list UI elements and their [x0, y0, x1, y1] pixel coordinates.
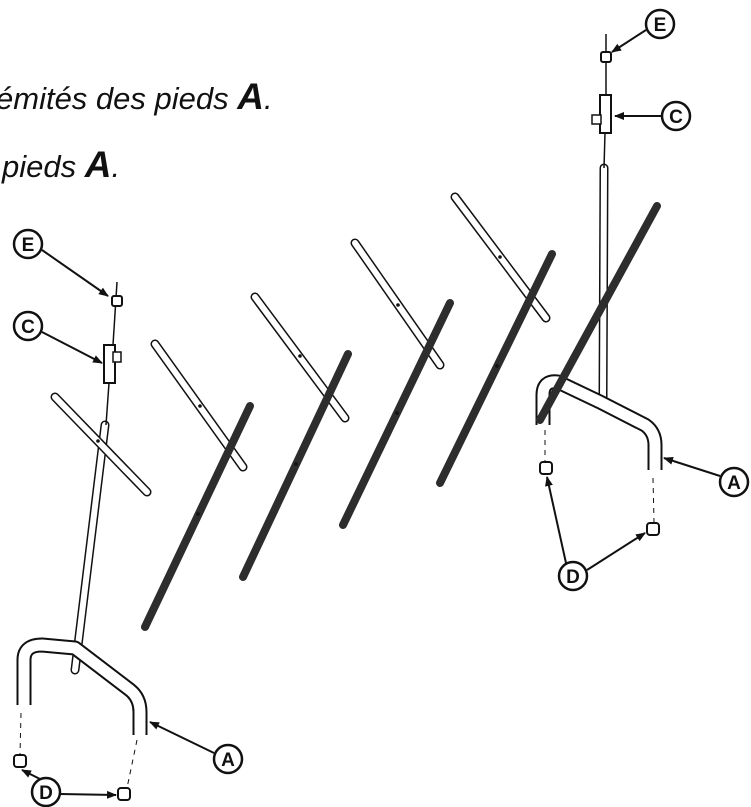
left-base-a-part — [16, 637, 148, 735]
dark-bar-5 — [536, 202, 661, 424]
bar-joint-marks — [96, 255, 502, 516]
instruction-line-2: pieds A. — [2, 146, 120, 183]
callout-right-d: D — [545, 476, 646, 592]
right-guide-2 — [652, 477, 655, 523]
callout-left-a: A — [149, 721, 244, 775]
instruction-line-1-letter: A — [237, 76, 264, 117]
callout-right-c: C — [614, 100, 692, 132]
instruction-line-2-end: . — [111, 149, 121, 184]
svg-text:C: C — [669, 107, 683, 128]
dark-bar-4 — [436, 250, 556, 487]
dark-bar-1 — [141, 402, 254, 631]
callout-left-c: C — [12, 310, 103, 364]
instruction-line-2-text: pieds — [2, 149, 85, 184]
svg-text:A: A — [221, 750, 235, 771]
svg-text:E: E — [654, 15, 667, 36]
left-foot-d-1 — [13, 754, 27, 768]
svg-text:A: A — [727, 473, 741, 494]
right-foot-d-1 — [539, 461, 553, 475]
left-guide-2 — [126, 739, 138, 789]
right-foot-d-2 — [646, 522, 660, 536]
callout-left-d: D — [21, 769, 117, 807]
callout-left-e: E — [12, 228, 109, 297]
left-foot-d-2 — [117, 787, 131, 801]
left-connector-c-part — [103, 344, 122, 426]
left-pole-top-rod — [112, 281, 118, 346]
callout-right-a: A — [663, 456, 750, 498]
right-main-pole — [598, 163, 609, 405]
callout-right-e: E — [611, 8, 676, 53]
instruction-line-1-text: émités des pieds — [0, 81, 238, 116]
light-bar-1 — [50, 392, 152, 497]
instruction-line-2-letter: A — [84, 144, 112, 185]
instruction-line-1-end: . — [263, 81, 273, 116]
right-base-a-part — [535, 374, 663, 470]
instruction-line-1: émités des pieds A. — [0, 78, 273, 115]
svg-text:D: D — [566, 567, 580, 588]
right-cap-e-part — [600, 51, 612, 63]
svg-text:E: E — [22, 235, 35, 256]
left-guide-1 — [19, 712, 22, 756]
svg-text:C: C — [21, 317, 35, 338]
right-connector-c-part — [591, 94, 612, 169]
left-cap-e-part — [111, 295, 123, 307]
svg-text:D: D — [39, 783, 53, 804]
left-main-pole — [70, 420, 110, 675]
